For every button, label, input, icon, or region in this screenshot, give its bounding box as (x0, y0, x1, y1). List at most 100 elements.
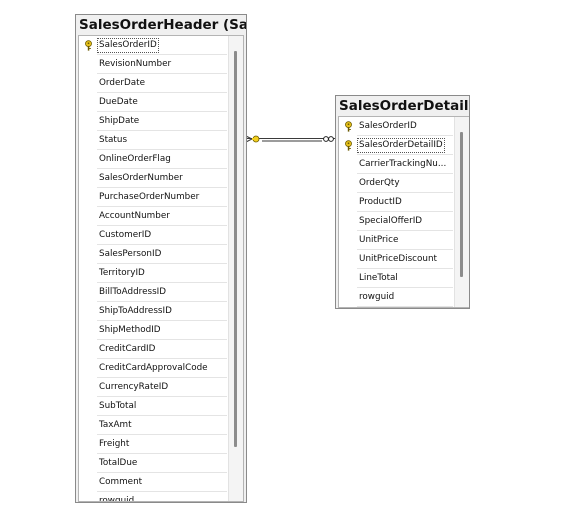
column-row[interactable]: PurchaseOrderNumber (79, 188, 243, 207)
row-divider (357, 173, 453, 174)
column-row[interactable]: TaxAmt (79, 416, 243, 435)
row-divider (97, 453, 227, 454)
column-row[interactable]: Status (79, 131, 243, 150)
column-row[interactable]: SalesPersonID (79, 245, 243, 264)
table-title[interactable]: SalesOrderHeader (Sales) (79, 17, 247, 33)
column-row[interactable]: SalesOrderNumber (79, 169, 243, 188)
row-divider (97, 149, 227, 150)
row-divider (97, 377, 227, 378)
column-name: SpecialOfferID (359, 216, 423, 226)
column-name: ShipDate (99, 116, 140, 126)
column-row[interactable]: ShipDate (79, 112, 243, 131)
vertical-scrollbar[interactable] (228, 36, 243, 501)
column-row[interactable]: RevisionNumber (79, 55, 243, 74)
relationship-key-end-icon (245, 135, 260, 143)
row-divider (97, 320, 227, 321)
row-divider (357, 135, 453, 136)
column-row[interactable]: SalesOrderID (79, 36, 243, 55)
row-divider (97, 396, 227, 397)
column-row[interactable]: rowguid (339, 288, 469, 307)
column-row[interactable]: OrderQty (339, 174, 469, 193)
column-name: TaxAmt (99, 420, 132, 430)
column-name: CreditCardID (99, 344, 156, 354)
column-name: TotalDue (99, 458, 138, 468)
column-row[interactable]: LineTotal (339, 269, 469, 288)
column-row[interactable]: Comment (79, 473, 243, 492)
column-name: DueDate (99, 97, 138, 107)
row-divider (357, 287, 453, 288)
table-title[interactable]: SalesOrderDetail (Sa (339, 98, 469, 114)
column-name: rowguid (99, 496, 135, 502)
scrollbar-thumb[interactable] (460, 132, 463, 277)
column-row[interactable]: AccountNumber (79, 207, 243, 226)
column-list[interactable]: SalesOrderID SalesOrderDetailID CarrierTra… (338, 116, 469, 308)
column-row[interactable]: TotalDue (79, 454, 243, 473)
column-row[interactable]: ShipToAddressID (79, 302, 243, 321)
column-name: ProductID (359, 197, 402, 207)
column-name: UnitPrice (359, 235, 399, 245)
row-divider (97, 415, 227, 416)
relationship-infinity-end-icon (323, 136, 334, 142)
scrollbar-thumb[interactable] (234, 51, 237, 447)
column-row[interactable]: CurrencyRateID (79, 378, 243, 397)
column-row[interactable]: BillToAddressID (79, 283, 243, 302)
column-row[interactable]: OrderDate (79, 74, 243, 93)
row-divider (97, 92, 227, 93)
row-divider (97, 472, 227, 473)
row-divider (97, 244, 227, 245)
row-divider (97, 263, 227, 264)
row-divider (357, 211, 453, 212)
table-sales-order-detail[interactable]: SalesOrderDetail (Sa SalesOrderIDSalesOr… (335, 95, 470, 309)
column-row[interactable]: CreditCardApprovalCode (79, 359, 243, 378)
column-row[interactable]: DueDate (79, 93, 243, 112)
column-row[interactable]: SalesOrderDetailID (339, 136, 469, 155)
column-name: PurchaseOrderNumber (99, 192, 200, 202)
row-divider (357, 154, 453, 155)
column-row[interactable]: OnlineOrderFlag (79, 150, 243, 169)
row-divider (97, 73, 227, 74)
row-divider (97, 187, 227, 188)
column-row[interactable]: Freight (79, 435, 243, 454)
row-divider (97, 339, 227, 340)
column-row[interactable]: SalesOrderID (339, 117, 469, 136)
row-divider (97, 491, 227, 492)
table-sales-order-header[interactable]: SalesOrderHeader (Sales) SalesOrderID Rev… (75, 14, 247, 503)
row-divider (97, 301, 227, 302)
column-name: CustomerID (99, 230, 152, 240)
column-name: CreditCardApprovalCode (99, 363, 208, 373)
column-name: SalesOrderID (97, 38, 159, 53)
row-divider (357, 192, 453, 193)
row-divider (97, 206, 227, 207)
row-divider (97, 130, 227, 131)
column-name: UnitPriceDiscount (359, 254, 437, 264)
column-name: SalesOrderDetailID (357, 138, 445, 153)
row-divider (97, 225, 227, 226)
column-row[interactable]: CreditCardID (79, 340, 243, 359)
column-row[interactable]: UnitPriceDiscount (339, 250, 469, 269)
row-divider (97, 358, 227, 359)
column-row[interactable]: TerritoryID (79, 264, 243, 283)
column-name: CurrencyRateID (99, 382, 169, 392)
column-name: SubTotal (99, 401, 137, 411)
column-row[interactable]: SpecialOfferID (339, 212, 469, 231)
row-divider (97, 168, 227, 169)
vertical-scrollbar[interactable] (454, 117, 469, 307)
row-divider (97, 111, 227, 112)
row-divider (357, 249, 453, 250)
primary-key-icon (344, 121, 353, 132)
column-name: OrderQty (359, 178, 400, 188)
column-name: CarrierTrackingNu... (359, 159, 447, 169)
column-row[interactable]: CustomerID (79, 226, 243, 245)
column-name: RevisionNumber (99, 59, 172, 69)
column-name: SalesPersonID (99, 249, 162, 259)
column-row[interactable]: CarrierTrackingNu... (339, 155, 469, 174)
column-name: LineTotal (359, 273, 398, 283)
column-row[interactable]: SubTotal (79, 397, 243, 416)
column-row[interactable]: UnitPrice (339, 231, 469, 250)
column-name: OrderDate (99, 78, 146, 88)
column-row[interactable]: ShipMethodID (79, 321, 243, 340)
column-row[interactable]: ProductID (339, 193, 469, 212)
column-row[interactable]: rowguid (79, 492, 243, 502)
